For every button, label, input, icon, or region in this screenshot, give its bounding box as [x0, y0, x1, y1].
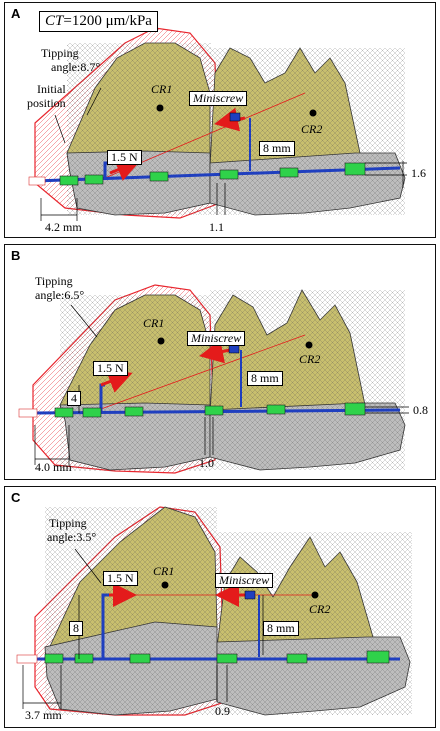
bracket	[84, 174, 104, 185]
bottom-dimension-label: 1.1	[209, 220, 224, 234]
miniscrew-label: Miniscrew	[189, 91, 248, 106]
cr1-point	[161, 581, 169, 589]
tipping-label-line2: angle:3.5°	[47, 530, 97, 544]
miniscrew	[228, 344, 240, 354]
cr2-label: CR2	[299, 352, 321, 366]
bracket	[366, 650, 390, 664]
panel-a-figure	[28, 27, 407, 221]
force-label: 1.5 N	[93, 361, 128, 376]
cr2-point	[309, 109, 317, 117]
lever-height-label: 8	[69, 621, 83, 636]
miniscrew-label: Miniscrew	[215, 573, 274, 588]
bracket	[54, 407, 74, 418]
wire-end	[18, 408, 38, 418]
panel-label: A	[11, 6, 21, 21]
panel-a: A CT=1200 μm/kPa Tipping angle:8.7° Init…	[4, 2, 436, 238]
bracket	[59, 175, 79, 186]
bracket	[216, 653, 238, 664]
bracket	[74, 653, 94, 664]
panel-label: B	[11, 248, 21, 263]
miniscrew	[244, 590, 256, 600]
leader-line	[70, 304, 98, 338]
hook-length-label: 8 mm	[247, 371, 283, 386]
lever-arm	[101, 593, 109, 659]
left-dimension-label: 4.2 mm	[45, 220, 82, 234]
miniscrew-label: Miniscrew	[187, 331, 246, 346]
cr1-point	[156, 104, 164, 112]
bracket	[149, 171, 169, 182]
tipping-label-line1: Tipping	[35, 274, 73, 288]
panel-label: C	[11, 490, 21, 505]
force-label: 1.5 N	[103, 571, 138, 586]
leader-line	[54, 114, 66, 144]
bracket	[286, 653, 308, 664]
leader-line	[86, 87, 102, 116]
hook-length-label: 8 mm	[263, 621, 299, 636]
bracket	[344, 162, 366, 176]
bracket	[344, 402, 366, 416]
tipping-label-line1: Tipping	[49, 516, 87, 530]
ct-value-box: CT=1200 μm/kPa	[39, 11, 158, 32]
leader-line	[74, 548, 102, 584]
initial-label-line1: Initial	[37, 82, 66, 96]
bracket	[129, 653, 151, 664]
tipping-label-line2: angle:6.5°	[35, 288, 85, 302]
tipping-label-line2: angle:8.7°	[51, 60, 101, 74]
cr2-label: CR2	[301, 122, 323, 136]
force-label: 1.5 N	[107, 150, 142, 165]
wire-end	[28, 176, 46, 186]
initial-label-line2: position	[27, 96, 66, 110]
bracket	[219, 169, 239, 180]
ct-symbol: CT	[45, 13, 64, 29]
panel-b: B Tipping angle:6.5° CR1 CR2 Miniscrew 1…	[4, 244, 436, 480]
bracket	[266, 404, 286, 415]
bottom-dimension-label: 0.9	[215, 704, 230, 718]
left-dimension-label: 4.0 mm	[35, 460, 72, 474]
right-dimension-label: 1.6	[411, 166, 426, 180]
bracket	[204, 405, 224, 416]
bracket	[124, 406, 144, 417]
cr1-label: CR1	[151, 82, 173, 96]
force-arrow	[199, 339, 231, 364]
cr1-label: CR1	[153, 564, 175, 578]
cr2-label: CR2	[309, 602, 331, 616]
tipping-label-line1: Tipping	[41, 46, 79, 60]
line-of-force	[89, 334, 306, 414]
force-arrow	[100, 370, 133, 393]
cr2-point	[311, 591, 319, 599]
panel-b-figure	[18, 284, 409, 474]
lever-height-label: 4	[67, 391, 81, 406]
ct-value: =1200 μm/kPa	[63, 13, 152, 29]
cr1-label: CR1	[143, 316, 165, 330]
right-dimension-label: 0.8	[413, 403, 428, 417]
bracket	[82, 407, 102, 418]
bracket	[44, 653, 64, 664]
cr2-point	[305, 341, 313, 349]
hook-length-label: 8 mm	[259, 141, 295, 156]
wire-end	[16, 654, 38, 664]
panel-c: C Tipping angle:3.5° CR1 CR2 Miniscrew 1…	[4, 486, 436, 728]
bracket	[279, 167, 299, 178]
bottom-dimension-label: 1.0	[199, 456, 214, 470]
miniscrew	[229, 112, 241, 122]
cr1-point	[157, 337, 165, 345]
left-dimension-label: 3.7 mm	[25, 708, 62, 722]
